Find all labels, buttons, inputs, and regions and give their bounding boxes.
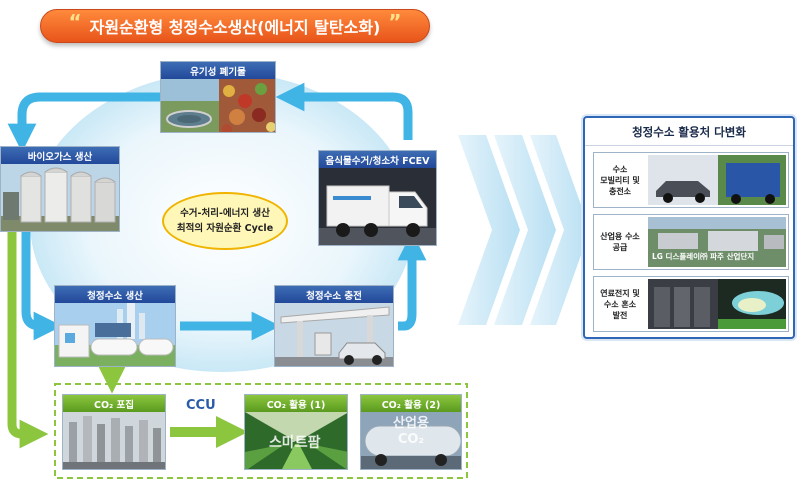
usage-row-industrial-image: LG 디스플레이㈜ 파주 산업단지 bbox=[648, 217, 786, 267]
co2-use1-label: CO₂ 활용 (1) bbox=[245, 395, 347, 412]
organic-waste-image bbox=[161, 79, 275, 132]
usage-row-industrial: 산업용 수소 공급 LG 디스플레이㈜ 파주 산업단지 bbox=[593, 214, 789, 270]
organic-waste-box: 유기성 폐기물 bbox=[160, 61, 276, 133]
h2-usage-panel: 청정수소 활용처 다변화 수소 모빌리티 및 충전소 산업용 수소 공급 bbox=[583, 116, 795, 339]
arrow-fcev-to-waste bbox=[275, 82, 413, 140]
co2-use1-image: 스마트팜 bbox=[245, 412, 347, 469]
biogas-box: 바이오가스 생산 bbox=[0, 146, 120, 232]
biogas-label: 바이오가스 생산 bbox=[1, 147, 119, 164]
h2-charging-image bbox=[275, 303, 393, 366]
fcev-label: 음식물수거/청소차 FCEV bbox=[319, 151, 436, 168]
co2-use2-image: 산업용 CO₂ bbox=[361, 412, 461, 469]
title-banner: “ 자원순환형 청정수소생산(에너지 탈탄소화) ” bbox=[40, 9, 430, 43]
cycle-center-line1: 수거-처리-에너지 생산 bbox=[180, 208, 270, 219]
usage-row-industrial-label: 산업용 수소 공급 bbox=[600, 232, 640, 252]
co2-use2-label: CO₂ 활용 (2) bbox=[361, 395, 461, 412]
fcev-image bbox=[319, 168, 436, 245]
arrow-charging-to-fcev bbox=[397, 231, 427, 331]
arrow-waste-to-biogas bbox=[7, 92, 160, 153]
flow-chevrons bbox=[458, 135, 590, 325]
usage-row-industrial-overlay: LG 디스플레이㈜ 파주 산업단지 bbox=[652, 252, 755, 261]
usage-row-fuelcell-image bbox=[648, 279, 786, 329]
h2-production-image bbox=[55, 303, 175, 366]
usage-row-fuelcell-label: 연료전지 및 수소 혼소 발전 bbox=[600, 288, 640, 320]
usage-row-mobility-label: 수소 모빌리티 및 충전소 bbox=[600, 164, 640, 196]
arrow-biogas-to-h2 bbox=[21, 232, 63, 341]
co2-use1-overlay: 스마트팜 bbox=[269, 435, 321, 451]
usage-row-mobility: 수소 모빌리티 및 충전소 bbox=[593, 152, 789, 208]
open-quote: “ bbox=[68, 10, 82, 34]
biogas-image bbox=[1, 164, 119, 231]
h2-usage-panel-title: 청정수소 활용처 다변화 bbox=[585, 118, 793, 146]
co2-capture-image bbox=[63, 412, 165, 469]
close-quote: ” bbox=[388, 10, 402, 34]
cycle-center-line2: 최적의 자원순환 Cycle bbox=[176, 223, 274, 234]
h2-production-label: 청정수소 생산 bbox=[55, 286, 175, 303]
page-title: 자원순환형 청정수소생산(에너지 탈탄소화) bbox=[89, 18, 381, 37]
arrow-biogas-to-capture bbox=[7, 232, 49, 449]
usage-row-fuelcell: 연료전지 및 수소 혼소 발전 bbox=[593, 276, 789, 332]
ccu-frame bbox=[54, 383, 468, 479]
co2-capture-label: CO₂ 포집 bbox=[63, 395, 165, 412]
co2-use2-overlay: 산업용 CO₂ bbox=[361, 416, 461, 448]
usage-row-mobility-image bbox=[648, 155, 786, 205]
organic-waste-label: 유기성 폐기물 bbox=[161, 62, 275, 79]
h2-charging-label: 청정수소 충전 bbox=[275, 286, 393, 303]
cycle-center-ellipse: 수거-처리-에너지 생산 최적의 자원순환 Cycle bbox=[162, 192, 288, 250]
fcev-box: 음식물수거/청소차 FCEV bbox=[318, 150, 437, 246]
h2-charging-box: 청정수소 충전 bbox=[274, 285, 394, 367]
h2-production-box: 청정수소 생산 bbox=[54, 285, 176, 367]
ccu-label: CCU bbox=[186, 398, 216, 413]
co2-use2-box: CO₂ 활용 (2) 산업용 CO₂ bbox=[360, 394, 462, 470]
co2-capture-box: CO₂ 포집 bbox=[62, 394, 166, 470]
co2-use2-overlay-line2: CO₂ bbox=[397, 432, 425, 447]
co2-use1-box: CO₂ 활용 (1) 스마트팜 bbox=[244, 394, 348, 470]
co2-use2-overlay-line1: 산업용 bbox=[393, 416, 429, 431]
